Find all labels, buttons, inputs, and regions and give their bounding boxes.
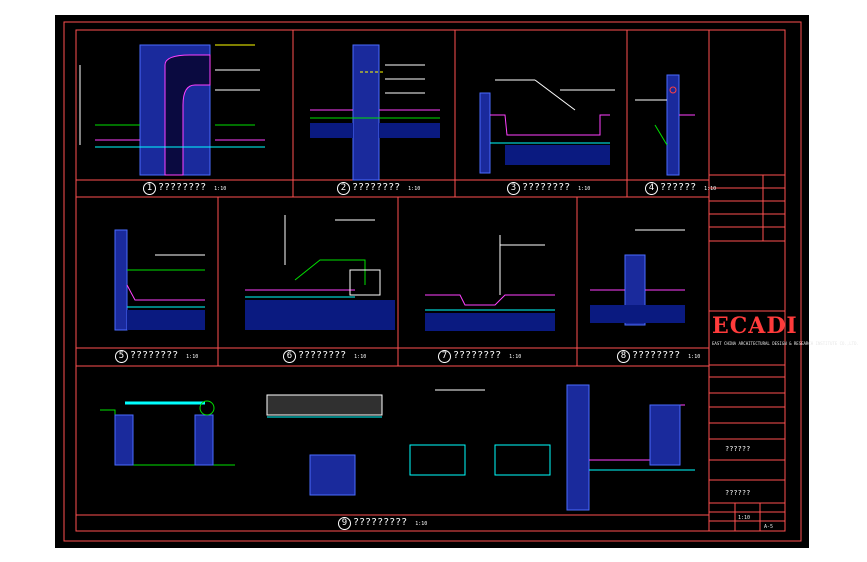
- detail-label-2: 2????????1:10: [337, 182, 420, 195]
- detail-label-9: 9?????????1:10: [338, 517, 427, 530]
- detail-1-drawing: [79, 44, 265, 176]
- detail-label-3: 3????????1:10: [507, 182, 590, 195]
- detail-label-7: 7????????1:10: [438, 350, 521, 363]
- detail-label-6: 6????????1:10: [283, 350, 366, 363]
- detail-3-drawing: [479, 79, 615, 174]
- detail-4-drawing: [635, 74, 695, 176]
- detail-9-drawing: [100, 384, 695, 511]
- detail-7-drawing: [425, 235, 555, 331]
- sheet-number: A-5: [764, 524, 774, 530]
- project-name: ??????: [725, 445, 751, 453]
- detail-label-5: 5????????1:10: [115, 350, 198, 363]
- detail-label-8: 8????????1:10: [617, 350, 700, 363]
- detail-2-drawing: [310, 44, 440, 181]
- detail-label-1: 1????????1:10: [143, 182, 226, 195]
- detail-8-drawing: [590, 229, 685, 326]
- detail-6-drawing: [245, 215, 395, 330]
- detail-5-drawing: [114, 229, 205, 331]
- detail-label-4: 4??????1:10: [645, 182, 716, 195]
- scale-value: 1:10: [738, 515, 751, 521]
- ecadi-logo: ECADI: [712, 313, 798, 339]
- firm-name: EAST CHINA ARCHITECTURAL DESIGN & RESEAR…: [712, 341, 859, 346]
- drawing-sheet: 1????????1:10 2????????1:10 3????????1:1…: [55, 15, 859, 548]
- drawing-title: ??????: [725, 489, 751, 497]
- cad-frame: [63, 21, 802, 542]
